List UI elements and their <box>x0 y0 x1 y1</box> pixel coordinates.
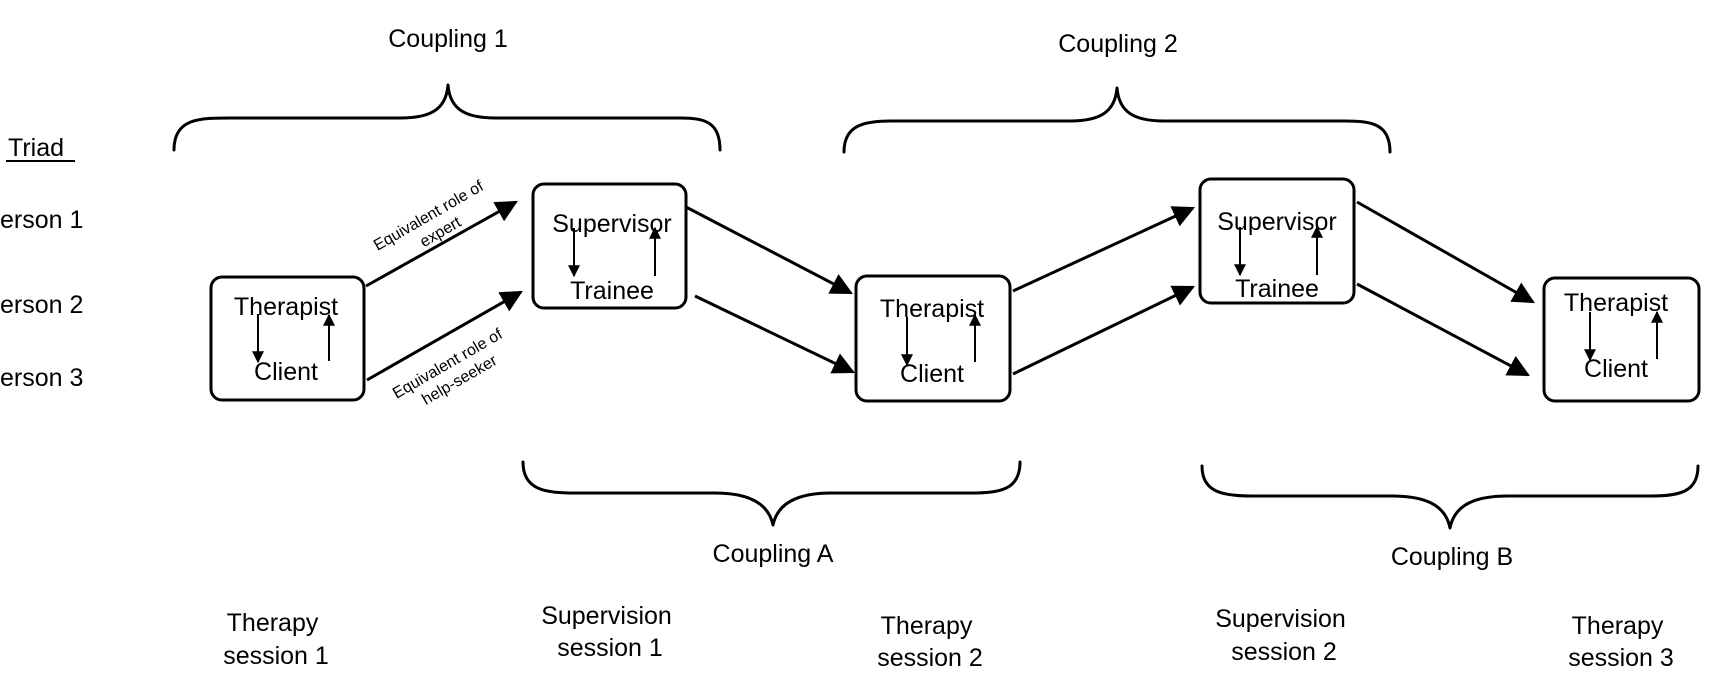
arrow-trainee1-to-client2 <box>694 294 855 374</box>
session-2-line-1: Supervision <box>541 602 672 630</box>
arrow-client2-to-trainee2 <box>1012 285 1195 376</box>
trainee-label: Trainee <box>570 277 654 305</box>
triad-person-3: erson 3 <box>0 364 83 392</box>
session-label-supervision-2: Supervision session 2 <box>1215 605 1353 666</box>
therapy-session-2-box: Therapist Client <box>854 274 1012 403</box>
session-3-line-1: Therapy <box>881 612 973 640</box>
session-3-line-2: session 2 <box>877 644 983 672</box>
arrow-therapist2-to-supervisor2 <box>1012 206 1195 293</box>
therapist-label: Therapist <box>880 295 984 323</box>
session-label-therapy-2: Therapy session 2 <box>877 612 983 672</box>
coupling-2-brace <box>842 86 1392 154</box>
coupling-2-label: Coupling 2 <box>1058 30 1178 58</box>
coupling-1-brace <box>172 83 722 152</box>
session-2-line-2: session 1 <box>557 634 663 662</box>
coupling-a-brace <box>521 460 1022 527</box>
expert-role-label: Equivalent role of expert <box>371 176 500 272</box>
client-label: Client <box>900 360 964 388</box>
trainee-label: Trainee <box>1235 275 1319 303</box>
supervision-session-2-box: Supervisor Trainee <box>1198 177 1356 305</box>
coupling-b-label: Coupling B <box>1391 543 1513 571</box>
triad-person-1: erson 1 <box>0 206 83 234</box>
client-label: Client <box>254 358 318 386</box>
session-5-line-2: session 3 <box>1568 644 1674 672</box>
arrow-trainee2-to-client3 <box>1356 282 1530 377</box>
session-label-therapy-3: Therapy session 3 <box>1568 612 1674 672</box>
supervisor-label: Supervisor <box>552 210 672 238</box>
session-1-line-2: session 1 <box>223 642 329 670</box>
arrow-supervisor2-to-therapist3 <box>1356 200 1535 304</box>
therapist-label: Therapist <box>1564 289 1668 317</box>
therapy-session-3-box: Therapist Client <box>1542 276 1701 403</box>
coupling-a-label: Coupling A <box>713 540 834 568</box>
supervision-session-1-box: Supervisor Trainee <box>531 182 688 310</box>
coupling-1-label: Coupling 1 <box>388 25 508 53</box>
session-1-line-1: Therapy <box>227 609 319 637</box>
session-label-supervision-1: Supervision session 1 <box>541 602 679 662</box>
arrow-therapist1-to-supervisor1 <box>365 200 518 288</box>
session-4-line-1: Supervision <box>1215 605 1346 633</box>
session-label-therapy-1: Therapy session 1 <box>223 609 329 670</box>
arrow-supervisor1-to-therapist2 <box>685 205 853 295</box>
arrow-client1-to-trainee1 <box>366 290 523 382</box>
session-5-line-1: Therapy <box>1572 612 1664 640</box>
coupling-b-brace <box>1200 464 1700 530</box>
help-seeker-role-label: Equivalent role of help-seeker <box>390 324 519 420</box>
triad-person-2: erson 2 <box>0 291 83 319</box>
client-label: Client <box>1584 355 1648 383</box>
triad-heading: Triad <box>8 134 64 162</box>
supervisor-label: Supervisor <box>1217 208 1337 236</box>
therapist-label: Therapist <box>234 293 338 321</box>
session-4-line-2: session 2 <box>1231 638 1337 666</box>
therapy-session-1-box: Therapist Client <box>209 275 366 402</box>
